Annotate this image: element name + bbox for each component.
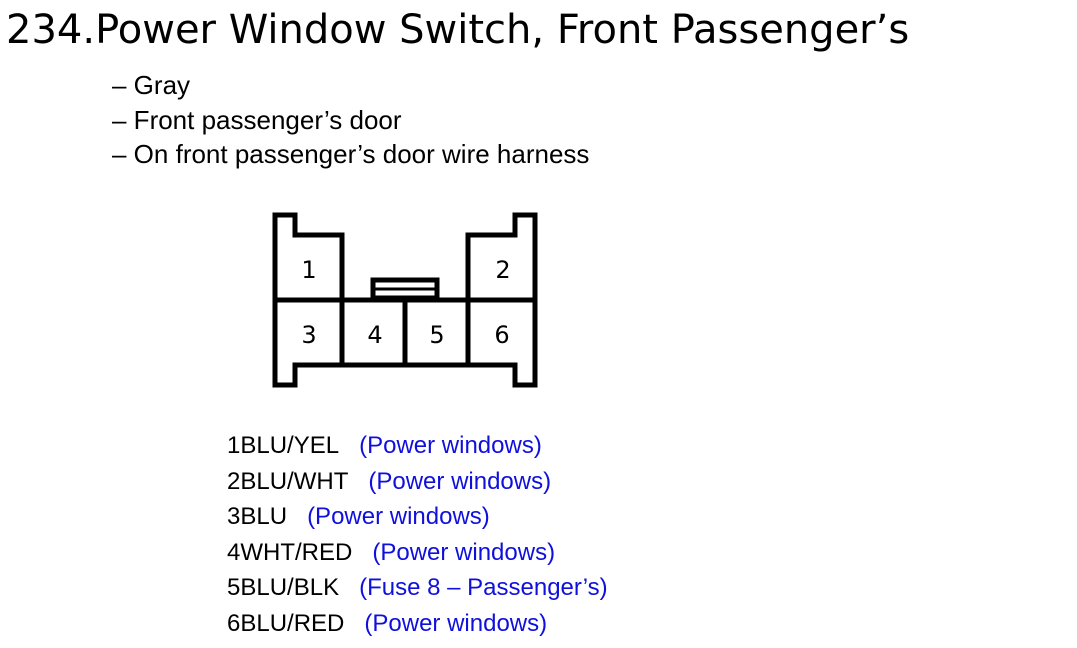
pin-wire-color: BLU/YEL — [240, 432, 340, 459]
pin-number: 6 — [227, 609, 241, 637]
pin-number: 2 — [227, 467, 241, 495]
pin-description: (Power windows) — [307, 503, 490, 530]
connector-details: – Gray – Front passenger’s door – On fro… — [112, 68, 589, 172]
pin-row: 1BLU/YEL (Power windows) — [227, 428, 608, 464]
pin-description: (Power windows) — [359, 432, 542, 459]
pin-number: 1 — [227, 432, 241, 459]
connector-face-diagram: 1 2 3 4 5 6 — [272, 212, 538, 388]
pin-row: 5BLU/BLK (Fuse 8 – Passenger’s) — [227, 570, 608, 606]
pin-row: 2BLU/WHT (Power windows) — [227, 464, 608, 500]
pin-row: 3BLU (Power windows) — [227, 499, 608, 535]
pin-wire-color: BLU/BLK — [240, 574, 340, 601]
detail-harness: – On front passenger’s door wire harness — [112, 139, 590, 169]
pin-list: 1BLU/YEL (Power windows) 2BLU/WHT (Power… — [227, 428, 608, 641]
cell-label-5: 5 — [429, 321, 444, 349]
cell-label-6: 6 — [494, 321, 509, 349]
pin-wire-color: BLU/WHT — [240, 467, 349, 495]
pin-wire-color: WHT/RED — [240, 538, 353, 566]
pin-number: 4 — [227, 538, 241, 566]
pin-description: (Power windows) — [368, 467, 552, 495]
pin-row: 6BLU/RED (Power windows) — [227, 606, 608, 642]
cell-label-1: 1 — [301, 256, 316, 284]
pin-description: (Fuse 8 – Passenger’s) — [359, 574, 608, 601]
detail-color: – Gray — [112, 70, 191, 100]
pin-number: 5 — [227, 574, 241, 601]
pin-wire-color: BLU/RED — [240, 609, 345, 637]
cell-label-2: 2 — [495, 256, 510, 284]
page-title: 234.Power Window Switch, Front Passenger… — [6, 7, 910, 53]
pin-description: (Power windows) — [364, 609, 548, 637]
detail-location: – Front passenger’s door — [112, 104, 402, 135]
connector-housing-outline — [272, 212, 538, 388]
cell-label-3: 3 — [301, 321, 316, 349]
pin-number: 3 — [227, 503, 241, 530]
pin-wire-color: BLU — [240, 503, 288, 530]
pin-row: 4WHT/RED (Power windows) — [227, 535, 608, 571]
cell-label-4: 4 — [367, 321, 382, 349]
pin-description: (Power windows) — [372, 538, 556, 566]
